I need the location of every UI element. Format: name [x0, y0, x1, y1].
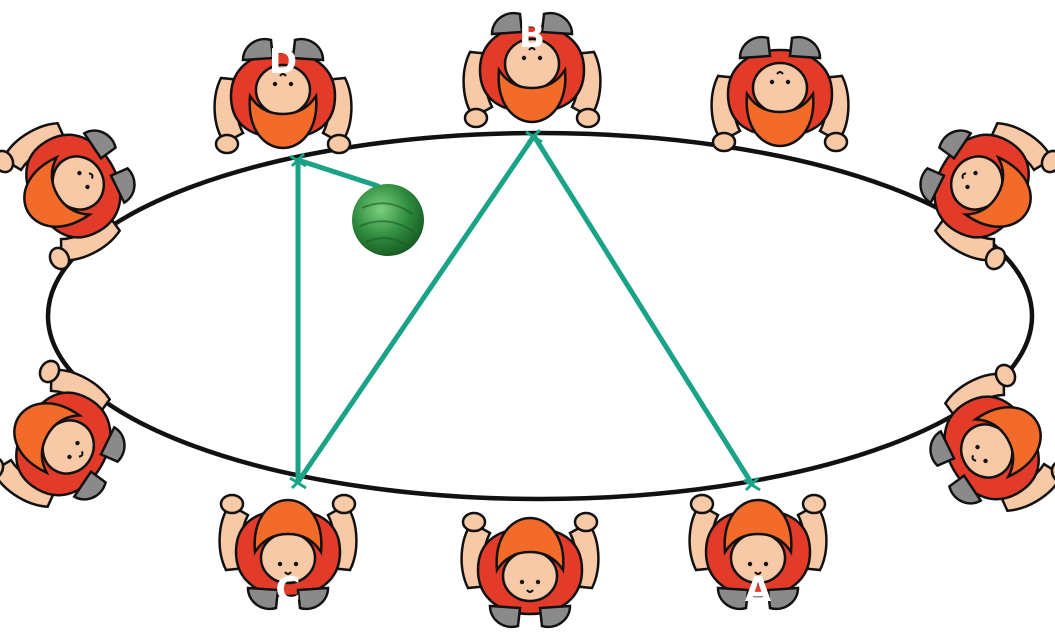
person-top-right [710, 35, 850, 153]
person-bottom-middle [460, 511, 600, 629]
string-knots [289, 128, 761, 492]
label-a: A [745, 570, 772, 610]
ball-of-string-icon [352, 184, 424, 256]
label-d: D [269, 42, 297, 82]
label-b: B [519, 16, 545, 56]
table-ellipse [45, 130, 1035, 502]
label-c: C [276, 570, 301, 610]
